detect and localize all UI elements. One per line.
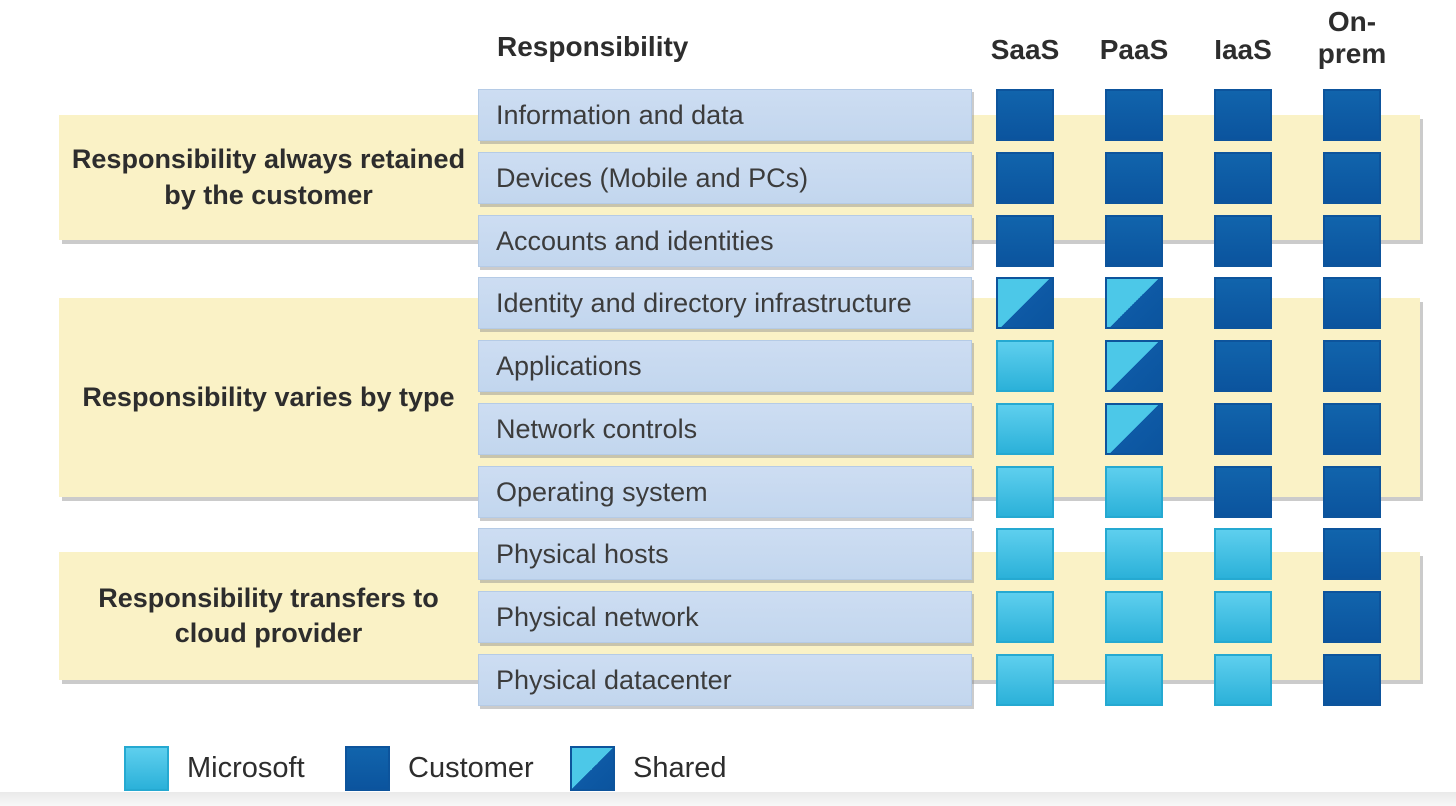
- row-label-box: Physical network: [478, 591, 972, 643]
- group-label-text: Responsibility always retained by the cu…: [71, 144, 466, 210]
- matrix-cell-shared: [1105, 277, 1163, 329]
- matrix-cell-customer: [1323, 215, 1381, 267]
- bottom-edge-strip: [0, 792, 1456, 806]
- matrix-cell-customer: [1214, 152, 1272, 204]
- row-label-box: Devices (Mobile and PCs): [478, 152, 972, 204]
- matrix-cell-microsoft: [1105, 591, 1163, 643]
- matrix-cell-customer: [996, 215, 1054, 267]
- matrix-cell-customer: [1214, 340, 1272, 392]
- customer-swatch-icon: [345, 745, 390, 791]
- row-label-box: Identity and directory infrastructure: [478, 277, 972, 329]
- group-label-text: Responsibility varies by type: [82, 381, 455, 412]
- matrix-cell-customer: [1323, 654, 1381, 706]
- matrix-cell-microsoft: [1214, 654, 1272, 706]
- legend-item-microsoft: Microsoft: [124, 745, 305, 791]
- matrix-cell-customer: [1323, 89, 1381, 141]
- matrix-cell-shared: [1105, 340, 1163, 392]
- matrix-cell-customer: [1323, 528, 1381, 580]
- matrix-cell-customer: [1323, 403, 1381, 455]
- group-label-retained: Responsibility always retained by the cu…: [59, 115, 478, 240]
- matrix-cell-microsoft: [996, 403, 1054, 455]
- matrix-cell-customer: [1323, 591, 1381, 643]
- matrix-cell-customer: [1323, 340, 1381, 392]
- column-header-saas: SaaS: [990, 34, 1060, 65]
- row-label-box: Physical hosts: [478, 528, 972, 580]
- matrix-cell-microsoft: [1214, 591, 1272, 643]
- matrix-cell-customer: [1323, 152, 1381, 204]
- row-label: Network controls: [496, 413, 698, 444]
- row-label-box: Network controls: [478, 403, 972, 455]
- matrix-cell-customer: [1323, 277, 1381, 329]
- legend-label: Customer: [408, 751, 534, 784]
- matrix-cell-microsoft: [1214, 528, 1272, 580]
- legend-item-shared: Shared: [570, 745, 727, 791]
- shared-swatch-icon: [570, 745, 615, 791]
- matrix-cell-microsoft: [1105, 466, 1163, 518]
- legend-item-customer: Customer: [345, 745, 534, 791]
- row-label: Devices (Mobile and PCs): [496, 162, 809, 193]
- row-label-box: Information and data: [478, 89, 972, 141]
- matrix-cell-customer: [1105, 152, 1163, 204]
- matrix-cell-customer: [1323, 466, 1381, 518]
- matrix-cell-microsoft: [1105, 528, 1163, 580]
- matrix-cell-microsoft: [996, 591, 1054, 643]
- row-label: Physical datacenter: [496, 664, 732, 695]
- matrix-cell-customer: [996, 152, 1054, 204]
- group-label-transfers: Responsibility transfers to cloud provid…: [59, 552, 478, 680]
- matrix-cell-shared: [1105, 403, 1163, 455]
- group-label-varies: Responsibility varies by type: [59, 298, 478, 497]
- microsoft-swatch-icon: [124, 745, 169, 791]
- row-label: Physical network: [496, 601, 699, 632]
- legend: Microsoft Customer Shared: [0, 745, 1456, 793]
- matrix-cell-microsoft: [1105, 654, 1163, 706]
- column-header-iaas: IaaS: [1214, 34, 1272, 65]
- matrix-cell-customer: [996, 89, 1054, 141]
- group-band-varies: [59, 298, 1420, 497]
- row-label: Accounts and identities: [496, 225, 774, 256]
- matrix-cell-customer: [1214, 215, 1272, 267]
- row-label: Applications: [496, 350, 642, 381]
- row-label-box: Physical datacenter: [478, 654, 972, 706]
- row-label-box: Applications: [478, 340, 972, 392]
- row-label: Physical hosts: [496, 538, 669, 569]
- matrix-cell-customer: [1214, 89, 1272, 141]
- matrix-cell-customer: [1105, 215, 1163, 267]
- row-label-box: Accounts and identities: [478, 215, 972, 267]
- matrix-cell-customer: [1105, 89, 1163, 141]
- matrix-cell-microsoft: [996, 528, 1054, 580]
- column-header-onprem: On-prem: [1317, 6, 1387, 70]
- matrix-cell-microsoft: [996, 466, 1054, 518]
- matrix-cell-customer: [1214, 403, 1272, 455]
- row-label: Identity and directory infrastructure: [496, 287, 912, 318]
- column-header-paas: PaaS: [1099, 34, 1169, 65]
- row-label: Operating system: [496, 476, 708, 507]
- matrix-cell-microsoft: [996, 654, 1054, 706]
- matrix-cell-customer: [1214, 277, 1272, 329]
- matrix-cell-customer: [1214, 466, 1272, 518]
- legend-label: Shared: [633, 751, 727, 784]
- row-label: Information and data: [496, 99, 744, 130]
- matrix-cell-shared: [996, 277, 1054, 329]
- matrix-cell-microsoft: [996, 340, 1054, 392]
- group-label-text: Responsibility transfers to cloud provid…: [98, 582, 439, 648]
- responsibility-column-title: Responsibility: [497, 31, 689, 62]
- row-label-box: Operating system: [478, 466, 972, 518]
- legend-label: Microsoft: [187, 751, 305, 784]
